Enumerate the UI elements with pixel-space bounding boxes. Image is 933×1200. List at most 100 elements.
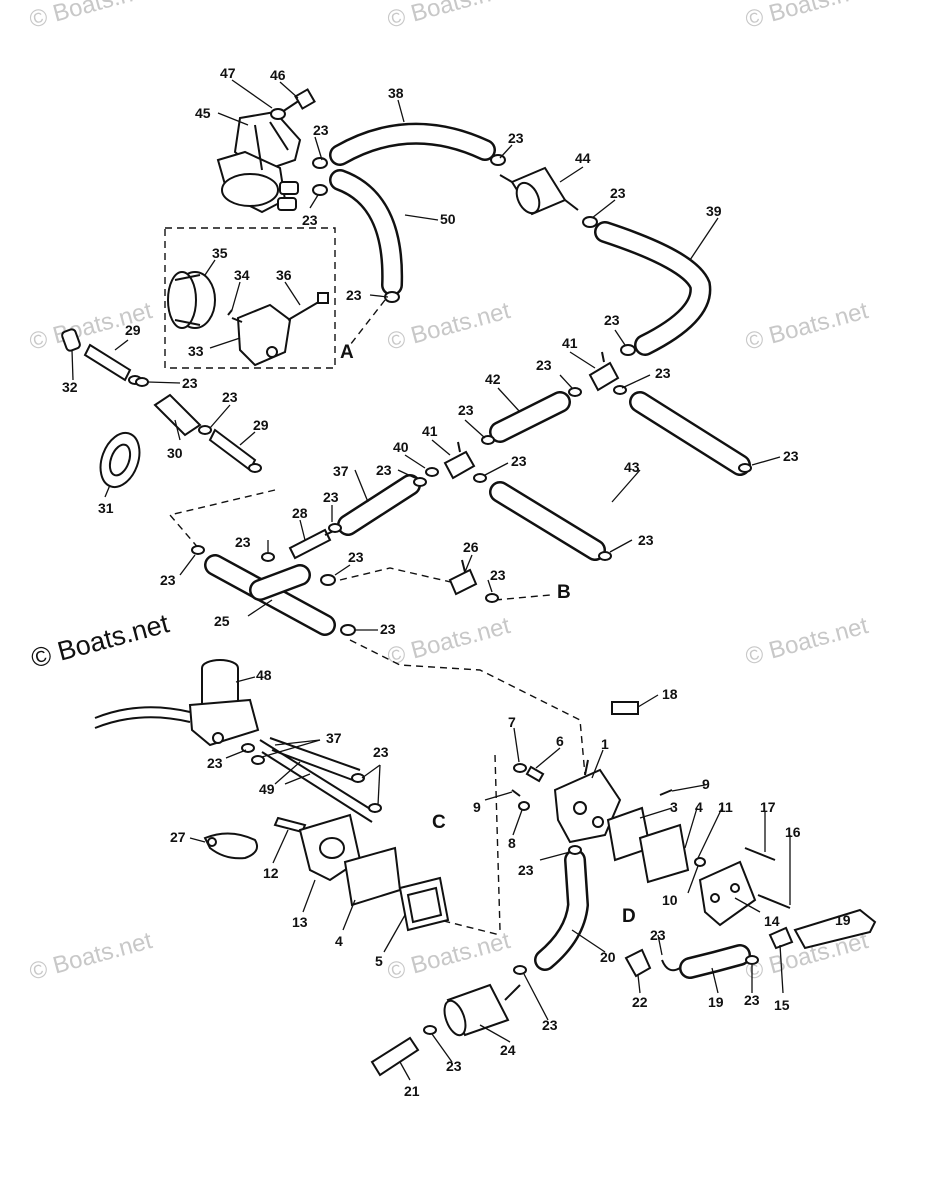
hose-37 — [337, 474, 421, 536]
label-4: 4 — [695, 799, 703, 815]
tee-fitting-41-upper — [588, 351, 620, 392]
clamp-23 — [320, 574, 336, 586]
label-18 — [611, 701, 639, 715]
label-23: 23 — [323, 489, 339, 505]
label-18: 18 — [662, 686, 678, 702]
label-37: 37 — [326, 730, 342, 746]
clamp-23 — [485, 593, 499, 603]
clamps-lower-left — [241, 743, 382, 813]
label-23: 23 — [508, 130, 524, 146]
electric-fuel-pump-45 — [216, 110, 302, 214]
hose-43-upper — [629, 391, 751, 476]
label-49: 49 — [259, 781, 275, 797]
label-4: 4 — [335, 933, 343, 949]
label-23: 23 — [783, 448, 799, 464]
pump-cover-14 — [698, 860, 757, 927]
hose-clamps-top — [312, 154, 636, 356]
label-44: 44 — [575, 150, 591, 166]
routing-lines — [164, 227, 586, 936]
label-23: 23 — [373, 744, 389, 760]
washer-34 — [227, 309, 233, 316]
watermark: © Boats.net — [743, 297, 872, 356]
fuel-tube-25 — [204, 554, 336, 636]
clamp-23 — [568, 845, 582, 855]
label-43: 43 — [624, 459, 640, 475]
label-19-on-tube: 19 — [835, 912, 851, 928]
filter-element-35 — [167, 271, 216, 329]
label-38: 38 — [388, 85, 404, 101]
label-39: 39 — [706, 203, 722, 219]
label-17: 17 — [760, 799, 776, 815]
label-23: 23 — [610, 185, 626, 201]
cap-32 — [61, 328, 81, 352]
label-23: 23 — [604, 312, 620, 328]
label-27: 27 — [170, 829, 186, 845]
label-29: 29 — [253, 417, 269, 433]
hose-clamps-middle — [191, 385, 752, 562]
label-23: 23 — [182, 375, 198, 391]
label-47: 47 — [220, 65, 236, 81]
label-16: 16 — [785, 824, 801, 840]
label-23: 23 — [511, 453, 527, 469]
label-23: 23 — [235, 534, 251, 550]
label-40: 40 — [393, 439, 409, 455]
watermark: © Boats.net — [385, 612, 514, 671]
hose-20 — [534, 849, 590, 971]
fitting-29-upper — [83, 343, 142, 385]
section-letter-d: D — [622, 906, 636, 927]
label-41: 41 — [562, 335, 578, 351]
gasket-5 — [398, 876, 450, 932]
label-37: 37 — [333, 463, 349, 479]
watermark: © Boats.net — [385, 297, 514, 356]
label-23: 23 — [638, 532, 654, 548]
label-3: 3 — [670, 799, 678, 815]
fuel-pump-1 — [553, 759, 622, 844]
washer-47 — [270, 108, 286, 120]
screw-16 — [757, 894, 791, 909]
label-48: 48 — [256, 667, 272, 683]
fitting-26 — [448, 559, 478, 596]
hose-21 — [370, 1036, 420, 1077]
part-number-labels: 47 46 45 38 23 23 23 44 23 39 50 23 35 3… — [62, 65, 801, 1099]
label-5: 5 — [375, 953, 383, 969]
label-25: 25 — [214, 613, 230, 629]
hose-19 — [679, 944, 751, 979]
label-28: 28 — [292, 505, 308, 521]
label-23: 23 — [160, 572, 176, 588]
label-23: 23 — [446, 1058, 462, 1074]
sleeve-30 — [153, 393, 202, 437]
spring-10 — [694, 857, 706, 867]
fitting-40 — [425, 467, 439, 477]
label-24: 24 — [500, 1042, 516, 1058]
clamp-23 — [661, 959, 681, 972]
label-23: 23 — [536, 357, 552, 373]
clamp-23 — [513, 965, 527, 975]
label-19: 19 — [708, 994, 724, 1010]
label-22: 22 — [632, 994, 648, 1010]
label-23: 23 — [490, 567, 506, 583]
clamp-bracket-27 — [203, 832, 258, 860]
section-letter-a: A — [340, 342, 354, 363]
elbow-22 — [624, 948, 652, 978]
label-42: 42 — [485, 371, 501, 387]
watermark: © Boats.net — [27, 927, 156, 986]
label-23: 23 — [376, 462, 392, 478]
label-34: 34 — [234, 267, 250, 283]
label-23: 23 — [542, 1017, 558, 1033]
section-letter-b: B — [557, 582, 571, 603]
clamp-23 — [745, 955, 759, 965]
label-23: 23 — [458, 402, 474, 418]
label-33: 33 — [188, 343, 204, 359]
clamp-23 — [340, 624, 356, 636]
grommet-31 — [99, 431, 141, 489]
detail-box-a — [164, 227, 336, 369]
watermark: © Boats.net — [385, 0, 514, 34]
label-23: 23 — [222, 389, 238, 405]
section-letter-c: C — [432, 812, 446, 833]
label-23: 23 — [655, 365, 671, 381]
watermark: © Boats.net — [385, 927, 514, 986]
leader-lines — [71, 79, 791, 1081]
label-46: 46 — [270, 67, 286, 83]
screw-9 — [659, 789, 673, 796]
sealant-tube-19: 19 — [793, 908, 877, 950]
